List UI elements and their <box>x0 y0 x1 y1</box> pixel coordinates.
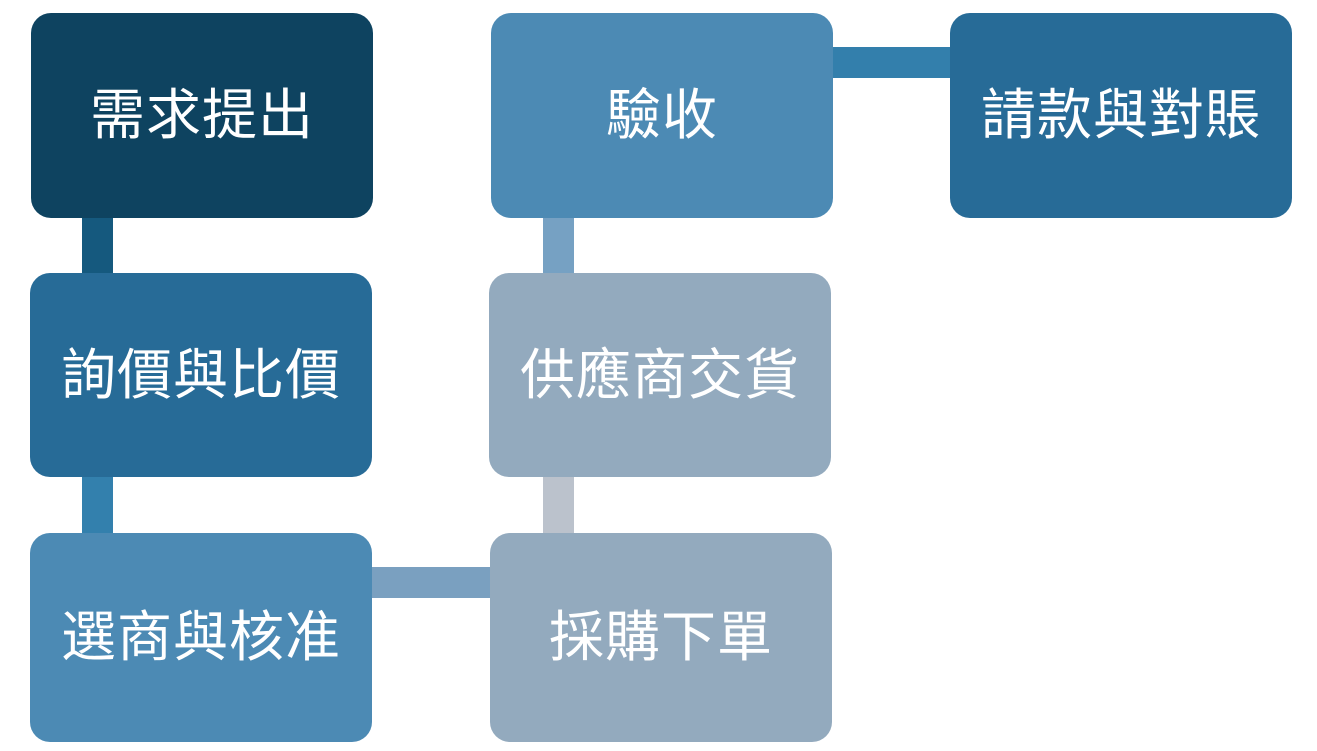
step-inquiry-price-comparison-label: 詢價與比價 <box>60 342 341 407</box>
connector-purchase-order-to-supplier-delivery <box>543 473 574 536</box>
step-acceptance-inspection-label: 驗收 <box>605 83 718 148</box>
step-payment-reconciliation-label: 請款與對賬 <box>980 83 1261 148</box>
step-purchase-order-label: 採購下單 <box>548 605 773 670</box>
connector-supplier-delivery-to-acceptance <box>543 214 574 276</box>
step-inquiry-price-comparison: 詢價與比價 <box>30 273 372 477</box>
connector-acceptance-to-payment <box>829 47 953 78</box>
connector-inquiry-to-vendor-selection <box>82 473 113 536</box>
step-purchase-order: 採購下單 <box>490 533 832 742</box>
connector-vendor-selection-to-purchase-order <box>368 567 494 598</box>
step-requirement-request: 需求提出 <box>31 13 373 218</box>
step-vendor-selection-approval: 選商與核准 <box>30 533 372 742</box>
connector-requirement-to-inquiry <box>82 214 113 276</box>
step-vendor-selection-approval-label: 選商與核准 <box>60 605 341 670</box>
step-requirement-request-label: 需求提出 <box>89 83 314 148</box>
step-supplier-delivery-label: 供應商交貨 <box>519 342 800 407</box>
step-payment-reconciliation: 請款與對賬 <box>950 13 1292 218</box>
step-acceptance-inspection: 驗收 <box>491 13 833 218</box>
step-supplier-delivery: 供應商交貨 <box>489 273 831 477</box>
